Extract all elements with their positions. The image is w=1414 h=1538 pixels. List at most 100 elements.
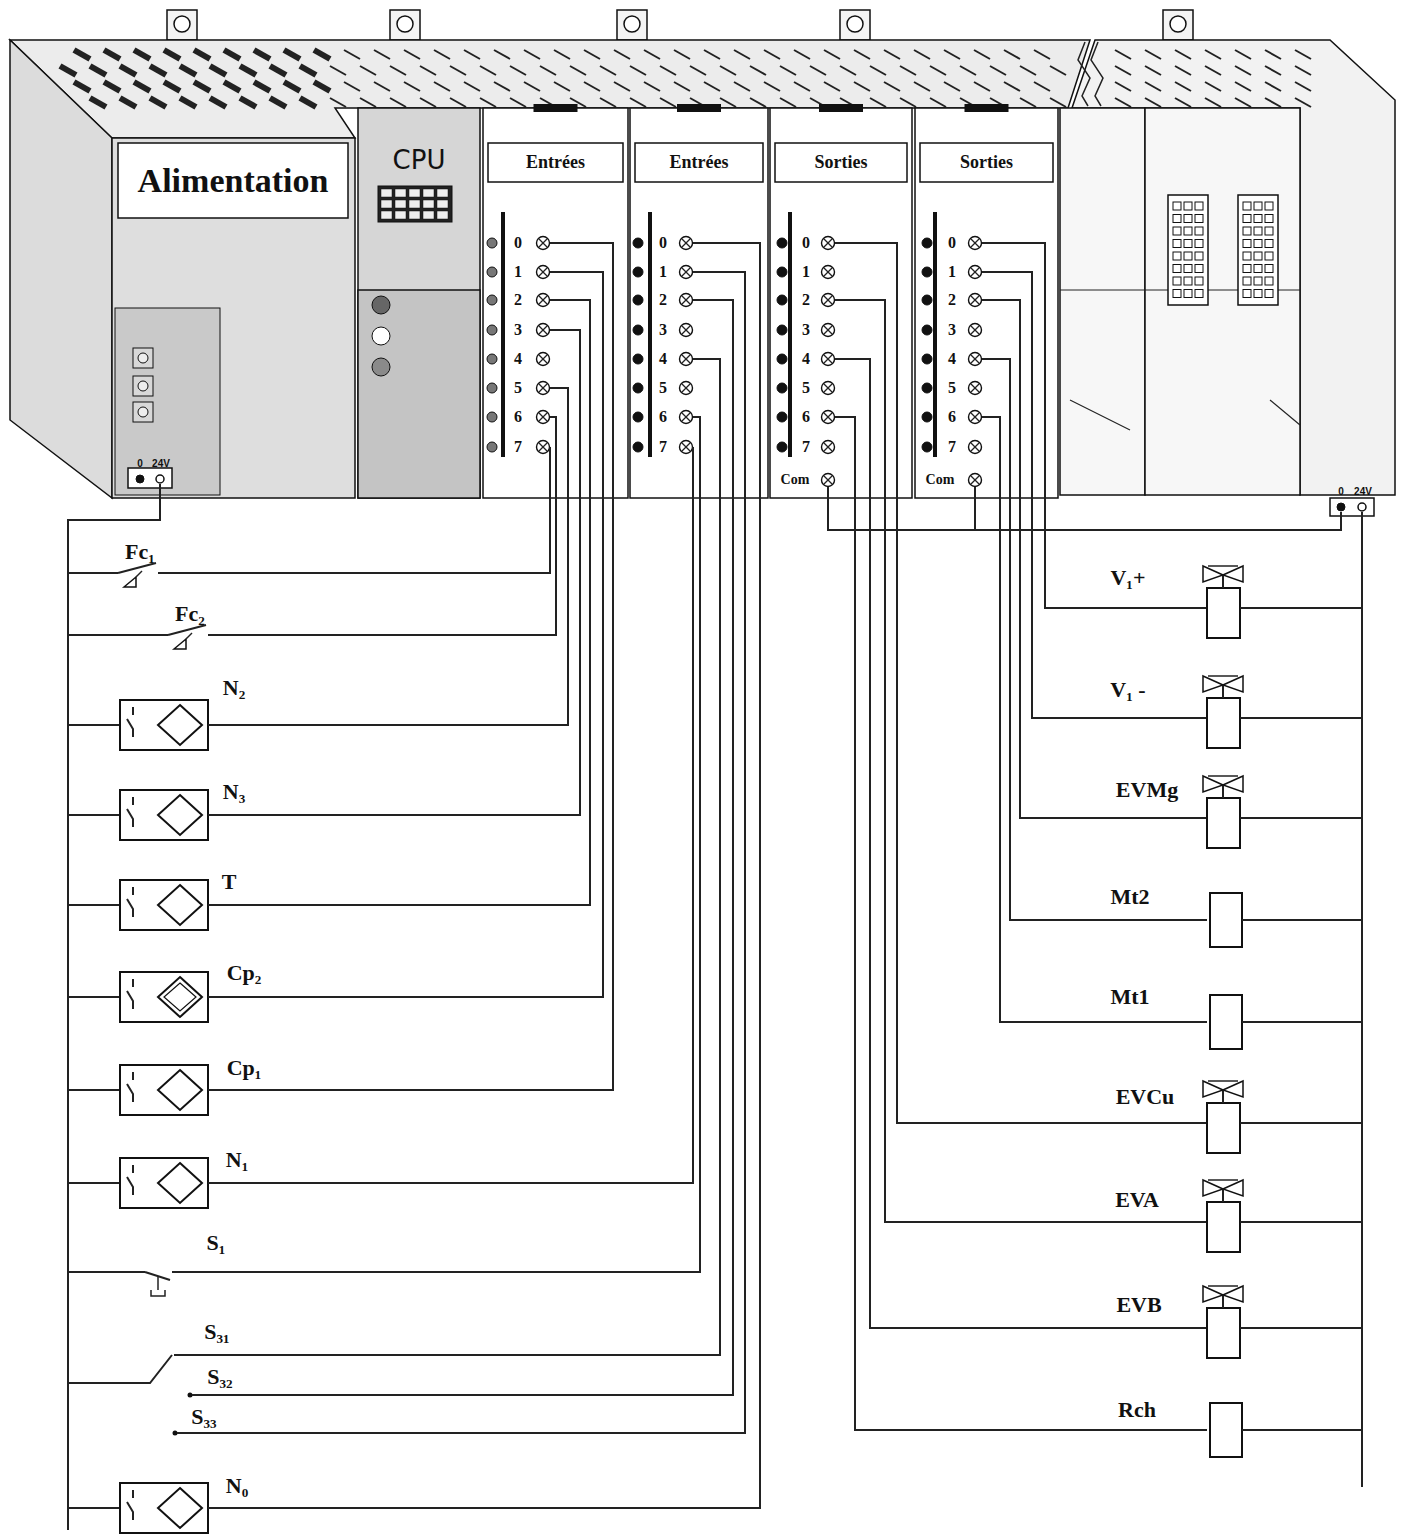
vent-slot: [1115, 50, 1131, 59]
connector-pin: [1254, 202, 1262, 210]
vent-slot: [150, 98, 166, 107]
led-strip: [648, 212, 652, 457]
cpu-keypad: [378, 186, 452, 222]
vent-slot: [224, 82, 240, 91]
connector-pin: [1173, 277, 1181, 285]
sensor-name: S₃₃: [191, 1404, 216, 1430]
cpu-lower-panel: [358, 290, 480, 498]
vent-slot: [974, 50, 990, 59]
hook: [390, 10, 420, 40]
vent-slot: [704, 82, 720, 91]
vent-slot: [1265, 66, 1281, 75]
motor-contactor: [1210, 995, 1242, 1049]
channel-number: 3: [514, 321, 522, 339]
vent-slot: [1115, 66, 1131, 75]
output-return-wire: [1240, 1221, 1362, 1223]
vent-slot: [164, 50, 180, 59]
channel-number: 0: [802, 234, 810, 252]
vent-slot: [660, 66, 676, 75]
terminal-label: 0: [1338, 486, 1344, 497]
valve-wing: [1203, 1180, 1223, 1196]
bus-connector: [1168, 195, 1208, 305]
output-wire: [982, 272, 1207, 718]
terminal-cross: [971, 326, 979, 334]
connector-pin: [1243, 215, 1251, 223]
vent-slot: [510, 98, 526, 107]
vent-slot: [494, 50, 510, 59]
vent-slot: [764, 82, 780, 91]
vent-slot: [390, 66, 406, 75]
vent-slot: [1115, 82, 1131, 91]
screw-terminal: [969, 382, 982, 395]
sensor-diamond: [158, 1070, 202, 1110]
vent-slot: [1050, 98, 1066, 107]
card-slat: [677, 104, 721, 112]
status-led: [777, 412, 787, 422]
output-return-wire: [1240, 607, 1362, 609]
channel-number: 6: [659, 408, 667, 426]
terminal-cross: [971, 443, 979, 451]
sensor-contact: [132, 887, 134, 895]
connector-pin: [1254, 265, 1262, 273]
connector-pin: [1265, 202, 1273, 210]
terminal-cross: [971, 239, 979, 247]
vent-slot: [120, 66, 136, 75]
channel-number: 0: [514, 234, 522, 252]
vent-slot: [674, 82, 690, 91]
rail: [1070, 400, 1130, 430]
key: [409, 189, 420, 197]
screw-terminal: [537, 441, 550, 454]
terminal-cross: [682, 443, 690, 451]
valve-wing: [1223, 566, 1243, 582]
valve-handle: [1208, 1179, 1238, 1181]
terminal-cross: [824, 326, 832, 334]
screw-terminal: [969, 294, 982, 307]
vent-slot: [420, 66, 436, 75]
sensor-contact: [132, 707, 134, 715]
channel-number: 2: [659, 291, 667, 309]
screw-terminal: [537, 353, 550, 366]
vent-slot: [240, 98, 256, 107]
fuse: [133, 348, 153, 368]
valve-wing: [1203, 776, 1223, 792]
actuator-name: Rch: [1118, 1397, 1156, 1423]
screw-terminal: [822, 441, 835, 454]
vent-slot: [464, 82, 480, 91]
input-wire: [208, 243, 760, 1508]
vent-slot: [1295, 50, 1311, 59]
vent-slot: [1205, 82, 1221, 91]
vent-slot: [434, 82, 450, 91]
vent-slot: [554, 82, 570, 91]
vent-slot: [750, 98, 766, 107]
vent-slot: [360, 98, 376, 107]
output-return-wire: [1240, 1122, 1362, 1124]
card-slat: [965, 104, 1009, 112]
terminal-cross: [971, 384, 979, 392]
terminal-cross: [971, 268, 979, 276]
status-led: [633, 295, 643, 305]
vent-slot: [150, 66, 166, 75]
vent-slot: [944, 82, 960, 91]
channel-number: 0: [659, 234, 667, 252]
terminal-cross: [682, 413, 690, 421]
limit-switch-roller: [174, 639, 186, 649]
limit-switch-rod: [186, 633, 192, 639]
common-label: Com: [781, 472, 810, 488]
connector-pin: [1195, 240, 1203, 248]
sensor-wire: [68, 1182, 120, 1184]
vent-slot: [524, 50, 540, 59]
connector-pin: [1173, 240, 1181, 248]
vent-slot: [780, 98, 796, 107]
terminal-cross: [971, 326, 979, 334]
connector-pin: [1243, 240, 1251, 248]
vent-slot: [1265, 98, 1281, 107]
channel-number: 0: [948, 234, 956, 252]
key: [409, 200, 420, 208]
input-wire: [208, 388, 568, 725]
screw-terminal: [680, 353, 693, 366]
module-title: Sorties: [960, 152, 1013, 173]
card-label-frame: [635, 143, 763, 182]
terminal-cross: [824, 384, 832, 392]
vent-slot: [690, 66, 706, 75]
vent-slot: [120, 98, 136, 107]
